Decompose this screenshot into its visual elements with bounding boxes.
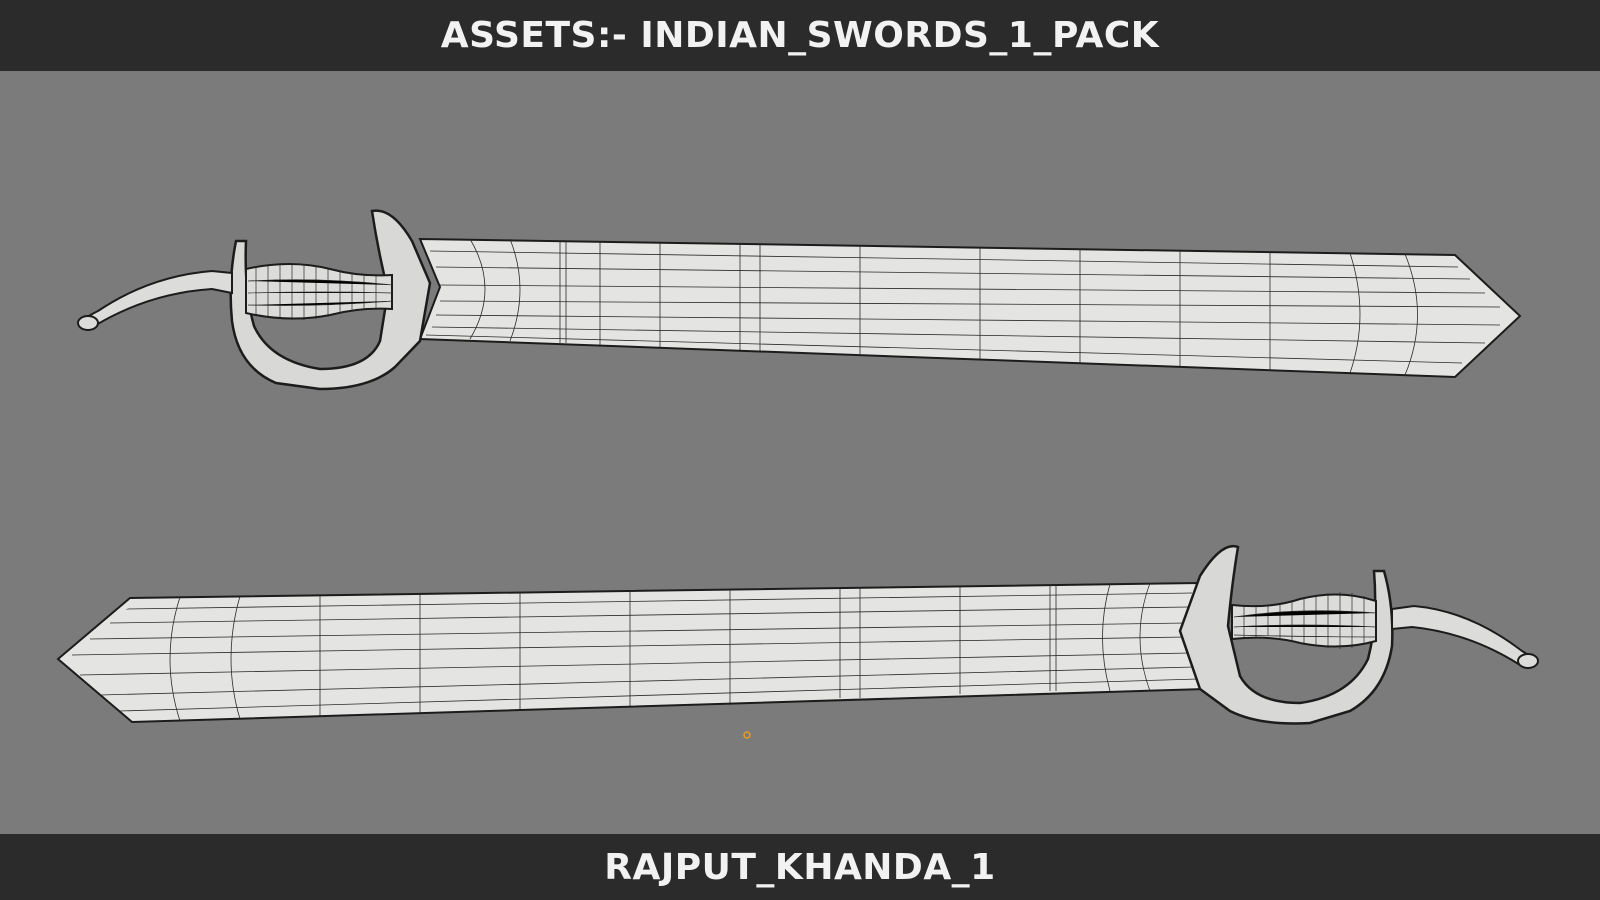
sword-bottom-pommel <box>1391 604 1538 668</box>
sword-bottom-grip-wire <box>1233 592 1377 649</box>
sword-bottom[interactable] <box>56 544 1539 725</box>
sword-top-guard <box>229 209 432 391</box>
sword-top-pommel <box>78 269 233 328</box>
sword-bottom-pommel-knob <box>1517 653 1539 669</box>
sword-top-blade-wire <box>425 238 1501 376</box>
object-origin-icon[interactable] <box>743 731 751 739</box>
header-title: ASSETS:- INDIAN_SWORDS_1_PACK <box>440 15 1160 56</box>
sword-top[interactable] <box>77 209 1522 391</box>
3d-viewport[interactable] <box>0 71 1600 834</box>
footer-caption: RAJPUT_KHANDA_1 <box>604 846 996 888</box>
header-bar: ASSETS:- INDIAN_SWORDS_1_PACK <box>0 0 1600 71</box>
sword-top-grip-wire <box>247 263 393 320</box>
sword-top-pommel-knob <box>77 315 99 331</box>
viewport-canvas <box>56 209 1539 739</box>
sword-bottom-guard <box>1178 544 1394 725</box>
sword-bottom-blade-wire <box>71 582 1199 722</box>
footer-bar: RAJPUT_KHANDA_1 <box>0 834 1600 900</box>
